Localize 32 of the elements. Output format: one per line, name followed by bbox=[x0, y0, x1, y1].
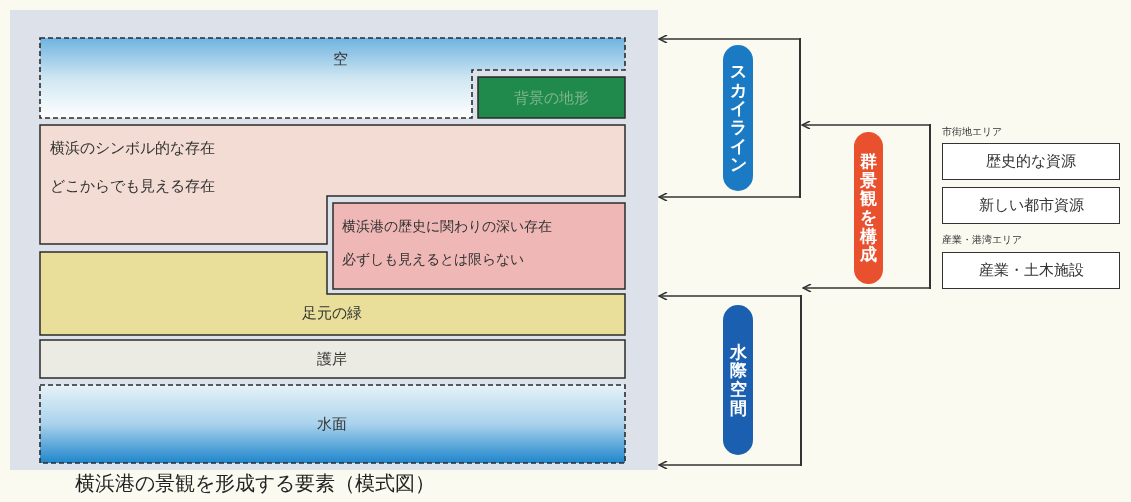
sky-band bbox=[40, 38, 625, 118]
band-label: 護岸 bbox=[317, 350, 347, 369]
resource-box: 新しい都市資源 bbox=[942, 187, 1120, 224]
greenery-band bbox=[40, 252, 625, 335]
revetment-band bbox=[40, 340, 625, 378]
arrow bbox=[658, 192, 800, 202]
resource-box: 歴史的な資源 bbox=[942, 143, 1120, 180]
band-label: 足元の緑 bbox=[302, 304, 362, 323]
arrow bbox=[801, 120, 930, 130]
band-label: 空 bbox=[332, 50, 348, 69]
band-label: 必ずしも見えるとは限らない bbox=[342, 251, 524, 269]
category-pill: スカイライン bbox=[723, 45, 753, 191]
history-band bbox=[333, 203, 625, 289]
area-label: 市街地エリア bbox=[942, 125, 1002, 139]
band-label: 背景の地形 bbox=[513, 89, 589, 108]
category-pill: 水際空間 bbox=[723, 305, 753, 455]
band-label: 横浜のシンボル的な存在 bbox=[50, 139, 215, 158]
caption: 横浜港の景観を形成する要素（模式図） bbox=[75, 470, 435, 497]
water-band bbox=[40, 385, 625, 463]
panel-background bbox=[10, 10, 658, 470]
arrow bbox=[658, 34, 800, 44]
resource-box: 産業・土木施設 bbox=[942, 252, 1120, 289]
band-label: 水面 bbox=[317, 415, 347, 434]
arrow bbox=[658, 460, 801, 470]
arrow bbox=[802, 283, 930, 293]
band-label: どこからでも見える存在 bbox=[50, 177, 215, 196]
area-label: 産業・港湾エリア bbox=[942, 233, 1022, 247]
arrow bbox=[658, 291, 801, 301]
band-label: 横浜港の歴史に関わりの深い存在 bbox=[342, 218, 552, 236]
category-pill: 群景観を構成 bbox=[854, 132, 883, 284]
landmark-band bbox=[40, 125, 625, 244]
terrain-band bbox=[478, 77, 625, 118]
